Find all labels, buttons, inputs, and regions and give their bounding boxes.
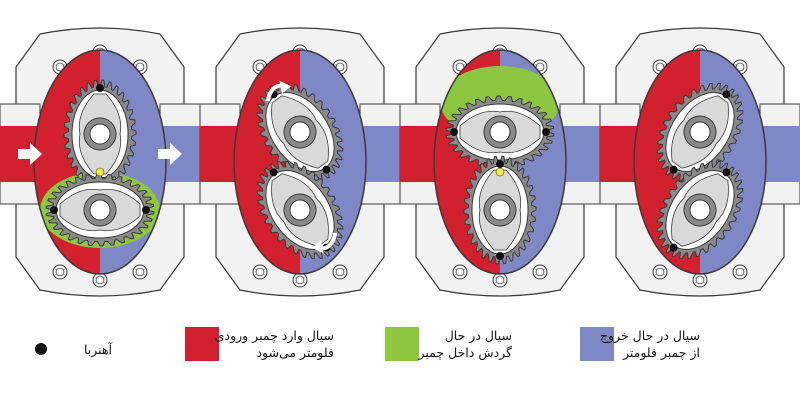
chamber-outline: [33, 49, 167, 275]
chamber-outline: [233, 49, 367, 275]
rotating-label-line1: سیال در حال: [444, 328, 512, 343]
gear-bore: [89, 199, 111, 221]
magnet-dot: [96, 84, 104, 92]
inlet-label-line2: فلومتر می‌شود: [256, 345, 334, 360]
outlet-label-line2: از چمبر فلومتر: [622, 345, 700, 360]
chamber: [234, 50, 366, 274]
stage-1: [0, 27, 201, 297]
inlet-swatch: [185, 327, 219, 361]
flow-arrow: [18, 143, 42, 165]
bolt-hole-inner: [55, 267, 65, 277]
magnet-dot: [669, 165, 678, 174]
oval-gear-1: [656, 82, 744, 182]
magnet-dot: [450, 128, 458, 136]
outlet-swatch: [580, 327, 614, 361]
rotating-label-line2: گردش داخل چمبر: [418, 345, 512, 360]
sensor-dot: [95, 167, 105, 177]
rotating-label: سیال در حال گردش داخل چمبر: [419, 327, 512, 361]
magnet-dot: [542, 128, 550, 136]
rotation-arrow-head: [279, 80, 291, 94]
outlet-label: سیال در حال خروج از چمبر فلومتر: [600, 327, 700, 361]
chamber-outline: [433, 49, 567, 275]
oval-gear-2: [45, 173, 155, 247]
rotation-arrow: [312, 232, 338, 254]
sensor-dot: [495, 167, 505, 177]
oval-gear-2: [256, 160, 344, 260]
rotation-arrow-head: [312, 240, 324, 254]
bolt-hole-inner: [495, 275, 505, 285]
rotation-arrow: [265, 80, 291, 102]
bolt-hole-inner: [255, 267, 265, 277]
bolt-hole-inner: [295, 275, 305, 285]
magnet-dot: [50, 206, 58, 214]
magnet-dot: [269, 168, 278, 177]
gear-bore: [289, 199, 311, 221]
bolt-hole-inner: [535, 267, 545, 277]
bolt-hole-inner: [655, 267, 665, 277]
magnet-dot: [722, 168, 731, 177]
magnet-dot: [496, 252, 504, 260]
oval-gear-1: [63, 79, 137, 189]
flow-arrow: [158, 143, 182, 165]
stage-4: [599, 27, 800, 297]
magnet-dot: [722, 90, 731, 99]
chamber-outline: [633, 49, 767, 275]
gear-bore: [489, 199, 511, 221]
magnet-dot: [669, 243, 678, 252]
magnet-label: آهنربا: [83, 342, 112, 357]
bolt-hole-inner: [695, 275, 705, 285]
flowmeter-diagram: [0, 27, 800, 297]
stage-2: [199, 27, 401, 297]
gear-bore: [689, 121, 711, 143]
magnet-dot: [322, 165, 331, 174]
bolt-hole-inner: [335, 267, 345, 277]
bolt-hole-inner: [455, 267, 465, 277]
outlet-label-line1: سیال در حال خروج: [599, 328, 700, 343]
gear-bore: [689, 199, 711, 221]
magnet-dot: [496, 160, 504, 168]
inlet-label: سیال وارد چمبر ورودی فلومتر می‌شود: [215, 327, 334, 361]
oval-gear-2: [463, 155, 537, 265]
oval-gear-2: [656, 160, 744, 260]
oval-gear-1: [445, 95, 555, 169]
magnet-swatch: [35, 343, 47, 355]
gear-bore: [289, 121, 311, 143]
gear-bore: [89, 123, 111, 145]
bolt-hole-inner: [95, 275, 105, 285]
bolt-hole-inner: [735, 267, 745, 277]
bolt-hole-inner: [135, 267, 145, 277]
magnet-dot: [142, 206, 150, 214]
inlet-label-line1: سیال وارد چمبر ورودی: [214, 328, 334, 343]
stage-3: [399, 27, 601, 297]
oval-gear-1: [256, 82, 344, 182]
rotating-swatch: [385, 327, 419, 361]
gear-bore: [489, 121, 511, 143]
